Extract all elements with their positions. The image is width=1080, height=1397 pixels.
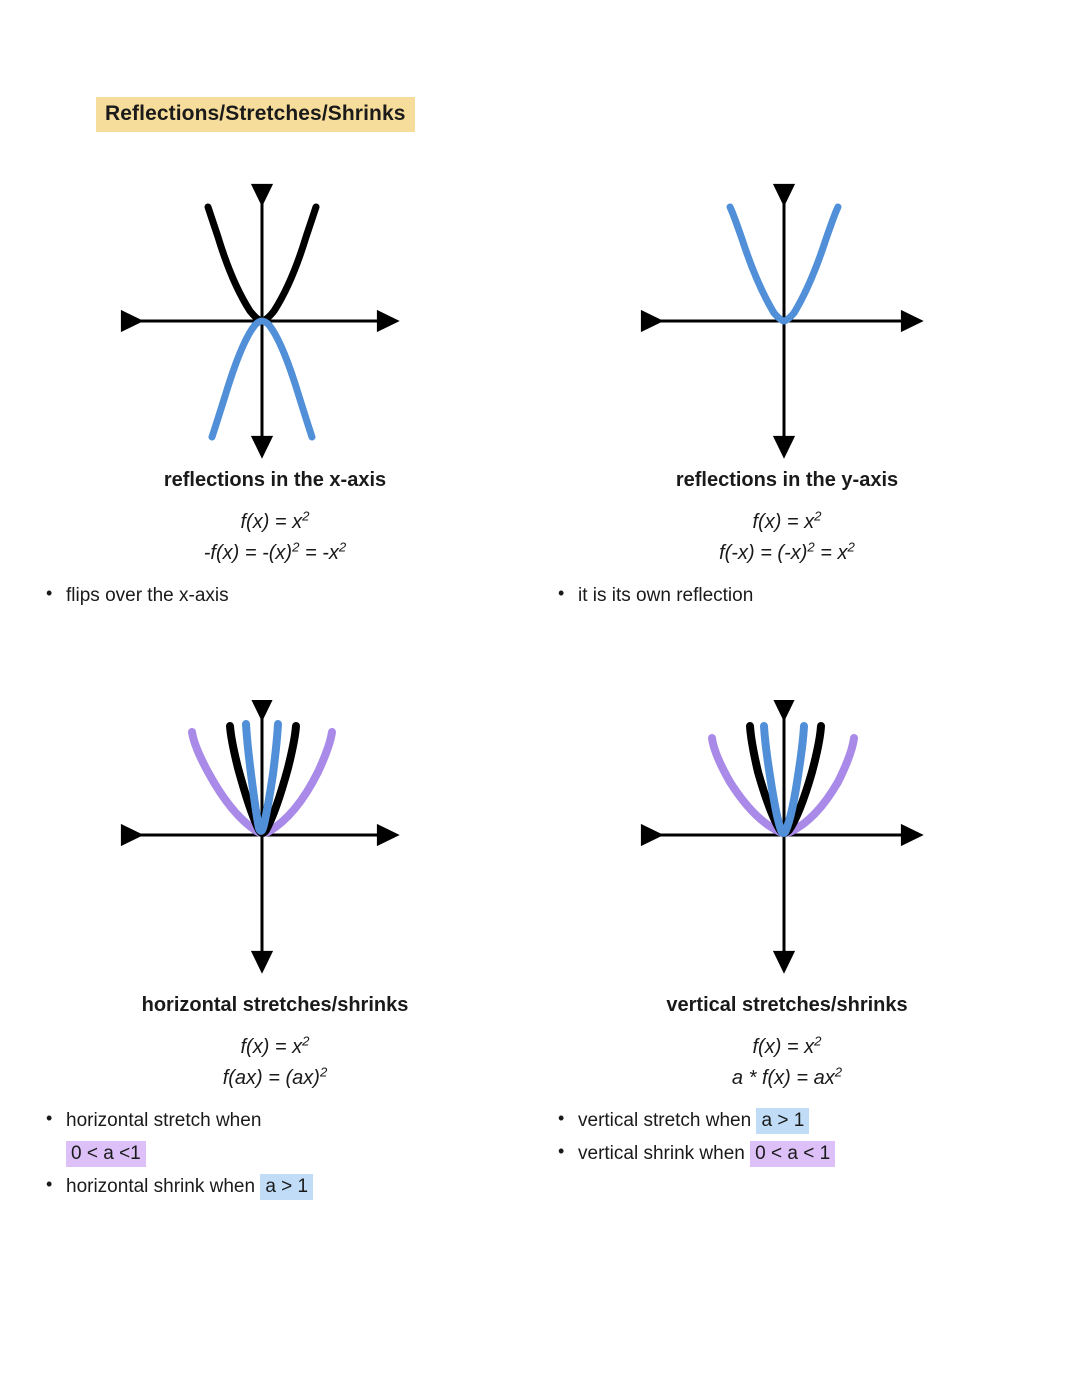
panel-vertical-stretches-shrinks: vertical stretches/shrinks f(x) = x2 a *… [552,700,1022,1172]
formula-exponent: 2 [319,1063,328,1079]
status-badge: 0 < a <1 [66,1141,146,1168]
formula-line-1: f(x) = x2 [552,509,1022,536]
formula-tail: = x [814,541,848,564]
formula-exponent: 2 [302,507,310,523]
list-item: horizontal shrink when a > 1 [40,1171,420,1201]
bullet-list: horizontal stretch when 0 < a <1 horizon… [40,1105,420,1202]
list-item: vertical stretch when a > 1 [552,1105,942,1135]
bullet-list: it is its own reflection [552,580,1022,610]
panel-heading: vertical stretches/shrinks [666,994,908,1016]
panel-reflections-y-axis: reflections in the y-axis f(x) = x2 f(-x… [552,175,1022,614]
panel-heading: reflections in the y-axis [675,469,899,491]
panel-heading: horizontal stretches/shrinks [141,994,409,1016]
formula-base: f(x) = x [752,510,815,533]
formula-exponent: 2 [814,1032,822,1048]
status-badge: a > 1 [756,1107,810,1134]
formula-base: f(x) = x [752,1035,815,1058]
formula-base: a * f(x) = ax [731,1066,835,1089]
graph-horizontal-stretches-shrinks [40,700,510,985]
formula-block: f(x) = x2 f(-x) = (-x)2 = x2 [552,509,1022,567]
formula-tail: = -x [299,541,339,564]
formula-line-1: f(x) = x2 [40,509,510,536]
formula-base: f(x) = x [240,510,303,533]
panel-horizontal-stretches-shrinks: horizontal stretches/shrinks f(x) = x2 f… [40,700,510,1206]
curve-shrink-blue [242,720,282,836]
formula-block: f(x) = x2 a * f(x) = ax2 [552,1034,1022,1092]
formula-exponent: 2 [807,538,815,554]
panel-reflections-x-axis: reflections in the x-axis f(x) = x2 -f(x… [40,175,510,614]
list-item: horizontal stretch when 0 < a <1 [40,1105,420,1169]
list-item: flips over the x-axis [40,580,510,610]
bullet-text: it is its own reflection [578,584,754,606]
formula-base: -f(x) = -(x) [203,541,293,564]
curve-stretch-blue [760,722,808,838]
graph-vertical-stretches-shrinks [552,700,1022,985]
formula-block: f(x) = x2 -f(x) = -(x)2 = -x2 [40,509,510,567]
formula-base: f(ax) = (ax) [222,1066,320,1089]
list-item: it is its own reflection [552,580,1022,610]
formula-exponent: 2 [292,538,300,554]
formula-exponent: 2 [302,1032,310,1048]
list-item: vertical shrink when 0 < a < 1 [552,1138,942,1168]
status-badge: 0 < a < 1 [750,1141,836,1168]
formula-exponent: 2 [834,1063,843,1079]
formula-tail-exponent: 2 [847,538,855,554]
curve-parent-blue [726,203,842,325]
formula-line-2: f(ax) = (ax)2 [40,1065,510,1092]
curve-reflection-blue [208,317,316,441]
formula-line-2: f(-x) = (-x)2 = x2 [552,540,1022,567]
bullet-text: vertical shrink when [578,1143,745,1165]
bullet-list: flips over the x-axis [40,580,510,610]
formula-line-1: f(x) = x2 [552,1034,1022,1061]
formula-line-2: -f(x) = -(x)2 = -x2 [40,540,510,567]
status-badge: a > 1 [260,1174,314,1201]
formula-block: f(x) = x2 f(ax) = (ax)2 [40,1034,510,1092]
bullet-highlight-wrapper: 0 < a <1 [66,1139,420,1168]
bullet-text: horizontal stretch when [66,1109,262,1131]
page-title: Reflections/Stretches/Shrinks [96,97,415,133]
formula-line-2: a * f(x) = ax2 [552,1065,1022,1092]
formula-exponent: 2 [814,507,822,523]
panel-heading: reflections in the x-axis [163,469,387,491]
bullet-text: horizontal shrink when [66,1176,256,1198]
graph-reflections-y-axis [552,175,1022,460]
bullet-list: vertical stretch when a > 1 vertical shr… [552,1105,942,1169]
formula-tail-exponent: 2 [338,538,347,554]
bullet-text: flips over the x-axis [66,584,229,606]
graph-reflections-x-axis [40,175,510,460]
bullet-text: vertical stretch when [578,1109,752,1131]
formula-base: f(-x) = (-x) [719,541,808,564]
formula-base: f(x) = x [240,1035,303,1058]
formula-line-1: f(x) = x2 [40,1034,510,1061]
